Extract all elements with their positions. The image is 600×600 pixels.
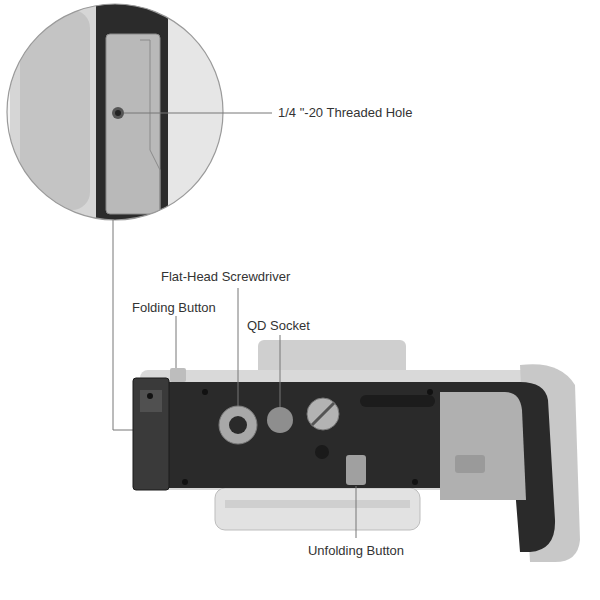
screwdriver-ring <box>219 406 257 444</box>
part-label: Folding Button <box>131 300 217 316</box>
folding-button <box>170 368 186 382</box>
screw <box>412 479 418 485</box>
leader-line <box>238 288 239 406</box>
threaded-hole <box>112 107 124 119</box>
part-label: Flat-Head Screwdriver <box>160 269 291 285</box>
part-label: QD Socket <box>246 318 311 334</box>
leader-line <box>280 335 281 407</box>
l-bracket <box>133 368 555 552</box>
screw <box>182 479 188 485</box>
hinge-block <box>140 390 162 412</box>
leader-lines <box>124 113 356 538</box>
screw <box>427 389 433 395</box>
folding-hinge <box>133 378 169 490</box>
leader-line <box>176 316 177 368</box>
part-label: 1/4 "-20 Threaded Hole <box>277 105 413 121</box>
zoom-circle <box>7 4 223 220</box>
threaded-hole-core <box>115 110 121 116</box>
camera-side <box>10 0 100 230</box>
lens-ring <box>225 500 410 508</box>
grip-latch <box>455 455 485 473</box>
camera-back <box>168 0 230 230</box>
screw-slot <box>312 403 334 425</box>
grip-pad <box>440 392 526 500</box>
zoom-ground <box>0 0 230 230</box>
slot <box>360 395 435 407</box>
zoom-detail <box>0 0 230 230</box>
screw <box>202 389 208 395</box>
leader-line <box>124 113 272 114</box>
door-outline <box>140 40 160 214</box>
zoom-leader <box>113 220 134 430</box>
leader-line <box>356 486 357 538</box>
bracket-base <box>135 382 555 552</box>
part-label: Unfolding Button <box>307 543 405 559</box>
locating-hole <box>315 445 329 459</box>
lens-barrel <box>215 488 420 530</box>
mounting-screw <box>307 398 339 430</box>
unfolding-button <box>346 455 366 485</box>
qd-socket <box>267 407 293 433</box>
battery-door <box>106 34 160 214</box>
bracket-plate <box>96 0 168 230</box>
screw <box>147 393 153 399</box>
screwdriver-hole <box>229 416 247 434</box>
